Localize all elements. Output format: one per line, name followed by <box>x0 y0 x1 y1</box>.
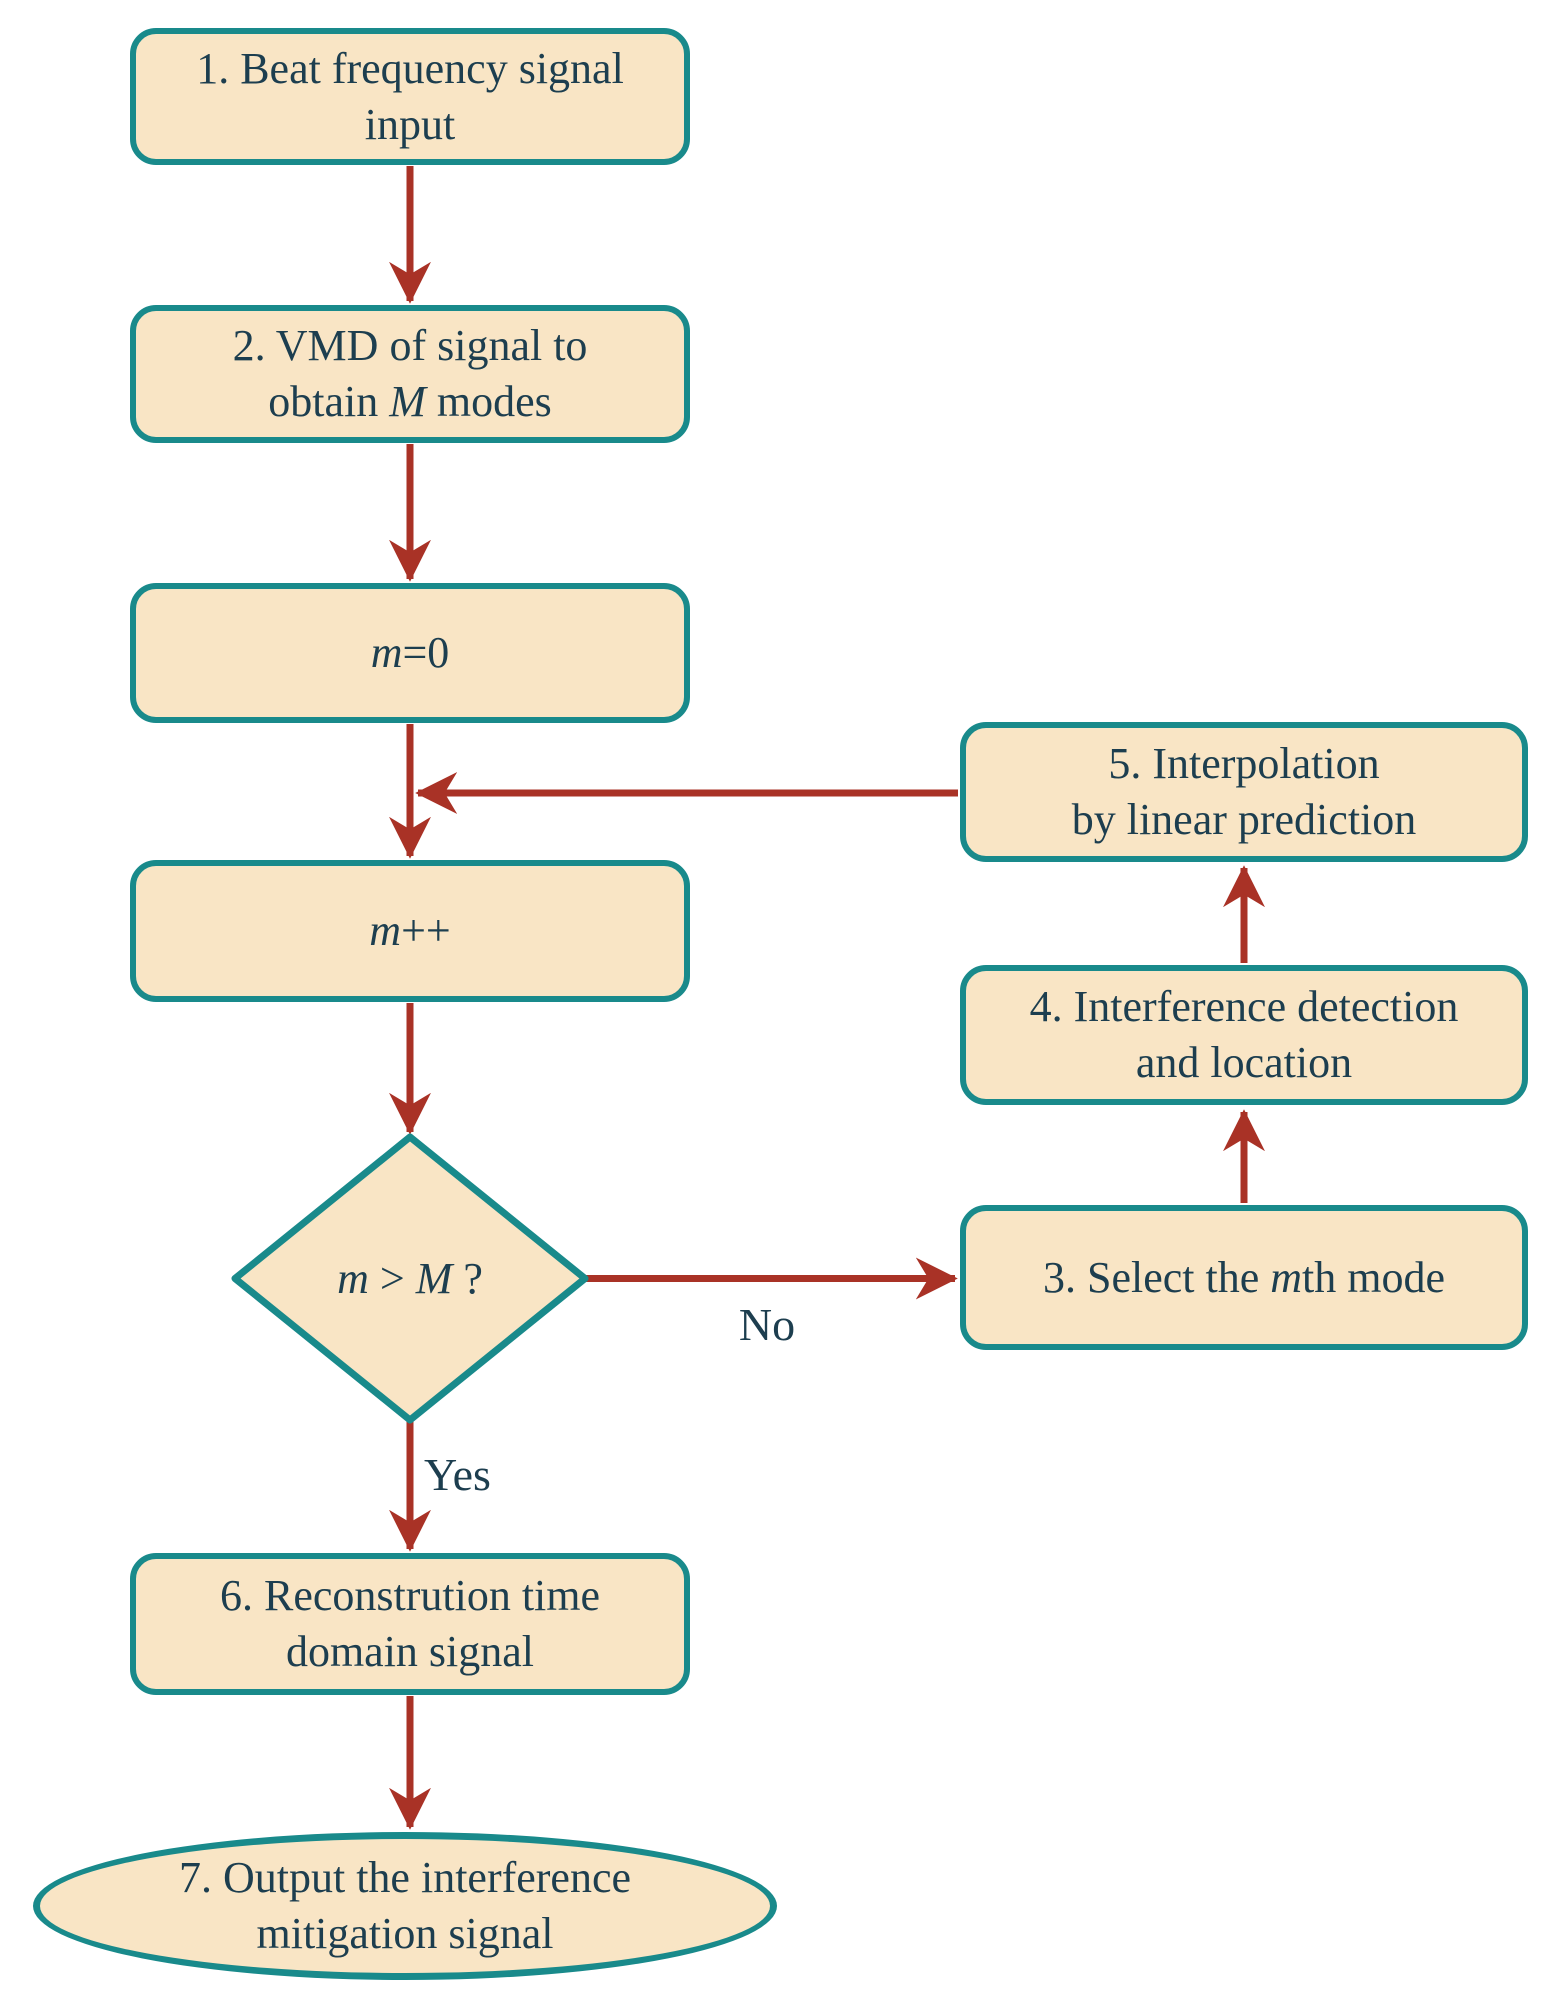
decision-diamond-shape <box>231 1133 589 1424</box>
node-init-m-equals-0: m=0 <box>130 583 690 723</box>
edge-label-no: No <box>738 1299 796 1350</box>
decision-m-greater-than-M-label: m > M ? <box>337 1253 483 1303</box>
edge-label-yes: Yes <box>424 1449 491 1500</box>
node-increment-m: m++ <box>130 860 690 1002</box>
node-step3-select-mth-mode: 3. Select the mth mode <box>960 1205 1528 1350</box>
